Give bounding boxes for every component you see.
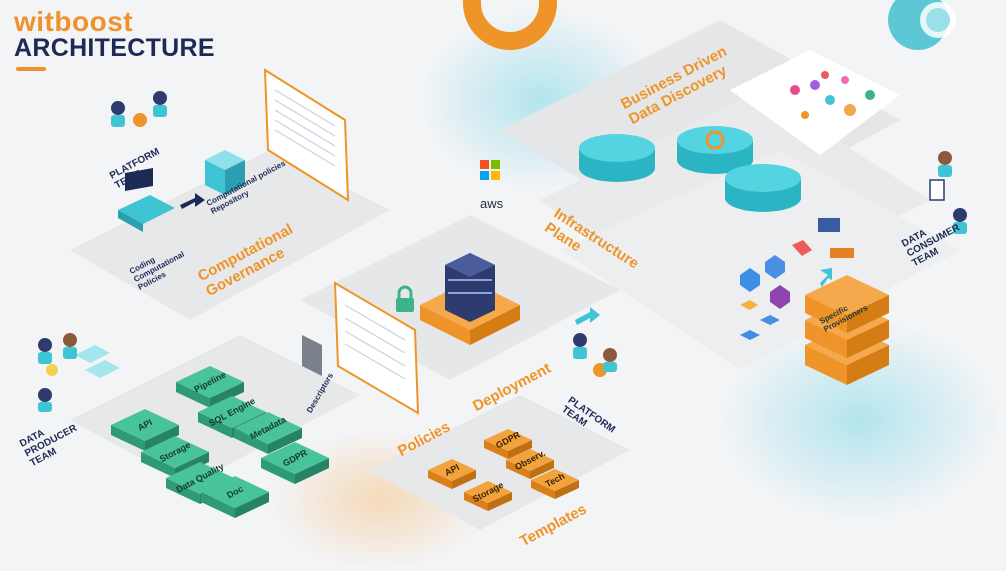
policies-screen — [333, 281, 420, 415]
producer-block-pipeline: Pipeline — [176, 366, 244, 408]
arrow-to-repository-icon — [180, 193, 205, 209]
template-block-api: API — [428, 459, 476, 489]
data-product-cylinder-3 — [725, 164, 801, 212]
page-title: ARCHITECTURE — [14, 34, 215, 62]
governance-platform — [70, 150, 390, 320]
witboost-logo: witboost — [14, 6, 134, 37]
producer-block-doc: Doc — [201, 476, 269, 518]
producer-tiles-icon — [75, 345, 120, 378]
consumer-platform — [560, 150, 960, 370]
data-consumer-team-icon — [929, 151, 967, 234]
aws-icon: aws — [480, 196, 504, 211]
template-block-tech: Tech — [531, 469, 579, 499]
arrow-to-provisioners-icon — [820, 268, 832, 287]
server-stack-icon — [420, 253, 520, 345]
discovery-graph-dots — [790, 71, 875, 119]
producer-block-metadata: Metadata — [234, 412, 302, 454]
microsoft-icon — [480, 160, 500, 180]
lock-icon — [396, 285, 414, 312]
arrow-to-infrastructure-icon — [575, 307, 600, 325]
data-product-cylinder-1 — [579, 134, 655, 182]
data-product-cylinder-2 — [677, 126, 753, 174]
template-block-observ-: Observ. — [506, 448, 554, 479]
template-block-gdpr: GDPR — [484, 429, 532, 459]
platform-team-top-icon — [111, 91, 167, 127]
discovery-graph-card — [730, 50, 900, 155]
coding-laptop-icon — [118, 168, 175, 232]
producer-block-api: API — [111, 409, 179, 451]
title-underline — [16, 67, 46, 71]
orange-ring-decor — [463, 0, 557, 50]
policies-repository-icon — [205, 150, 245, 195]
specific-provisioners-stack — [805, 275, 889, 385]
platform-team-bottom-icon — [573, 333, 617, 377]
producer-block-storage: Storage — [141, 436, 209, 478]
witboost-circle-logo — [888, 0, 956, 50]
data-producer-team-icon — [38, 333, 77, 412]
producer-block-gdpr: GDPR — [261, 442, 329, 484]
policies-repository-screen — [263, 68, 350, 202]
infrastructure-tech-icons — [740, 218, 854, 340]
templates-platform — [370, 395, 630, 530]
